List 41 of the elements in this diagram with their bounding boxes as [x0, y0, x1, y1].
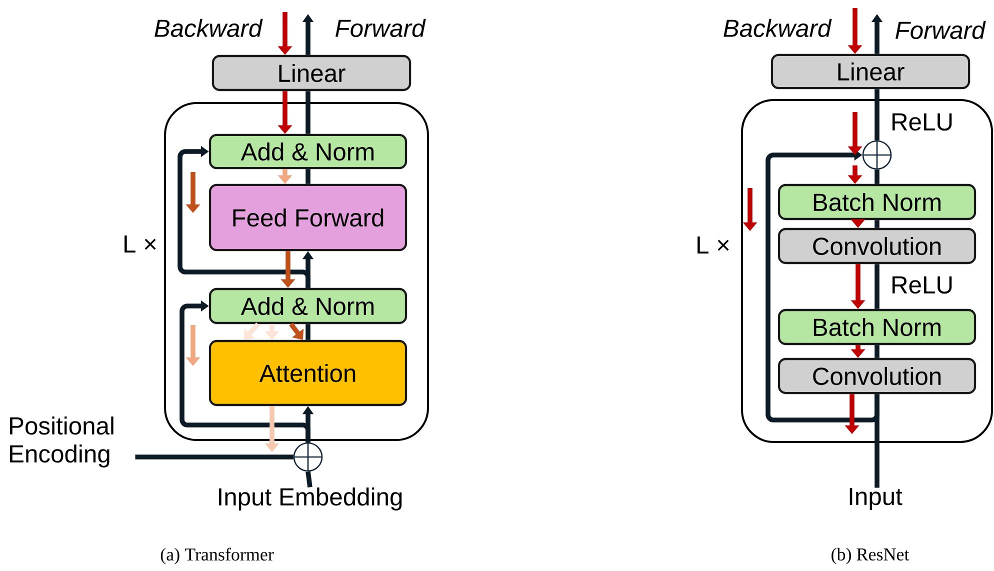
arrow [289, 322, 304, 340]
arrow [178, 146, 310, 288]
arrow [180, 300, 310, 442]
connector-line [874, 220, 880, 228]
connector-line [874, 89, 880, 140]
connector-line [306, 91, 310, 134]
repeat-label: L × [124, 236, 156, 252]
layer-box: Convolution [778, 358, 976, 394]
text-label: Input [850, 488, 902, 510]
direction-label: Backward [154, 18, 263, 38]
arrow [766, 149, 880, 422]
text-label: Input Embedding [219, 488, 402, 510]
layer-box: Batch Norm [778, 308, 976, 346]
connector-line [874, 345, 880, 358]
caption: (b) ResNet [832, 548, 910, 564]
layer-box: Feed Forward [208, 184, 408, 252]
layer-box: Add & Norm [208, 288, 408, 324]
connector-line [306, 471, 312, 488]
activation-label: ReLU [892, 113, 952, 131]
block-frame [741, 99, 994, 443]
layer-box: Add & Norm [208, 134, 408, 170]
sum-circle [862, 140, 892, 170]
activation-label: ReLU [892, 276, 952, 294]
layer-box: Attention [208, 340, 408, 406]
layer-box: Linear [212, 54, 412, 92]
arrow [244, 322, 260, 340]
connector-line [306, 324, 310, 340]
direction-label: Forward [896, 20, 986, 40]
layer-box: Batch Norm [778, 184, 976, 220]
connector-line [306, 169, 310, 184]
sum-circle [293, 442, 323, 472]
repeat-label: L × [698, 236, 729, 254]
block-frame [164, 102, 429, 442]
text-label: Positional Encoding [10, 416, 114, 468]
caption: (a) Transformer [160, 548, 274, 564]
direction-label: Backward [724, 18, 832, 38]
connector-line [874, 170, 880, 184]
connector-line [874, 264, 880, 309]
layer-box: Linear [770, 54, 970, 90]
connector-line [135, 454, 294, 460]
layer-box: Convolution [778, 228, 976, 264]
